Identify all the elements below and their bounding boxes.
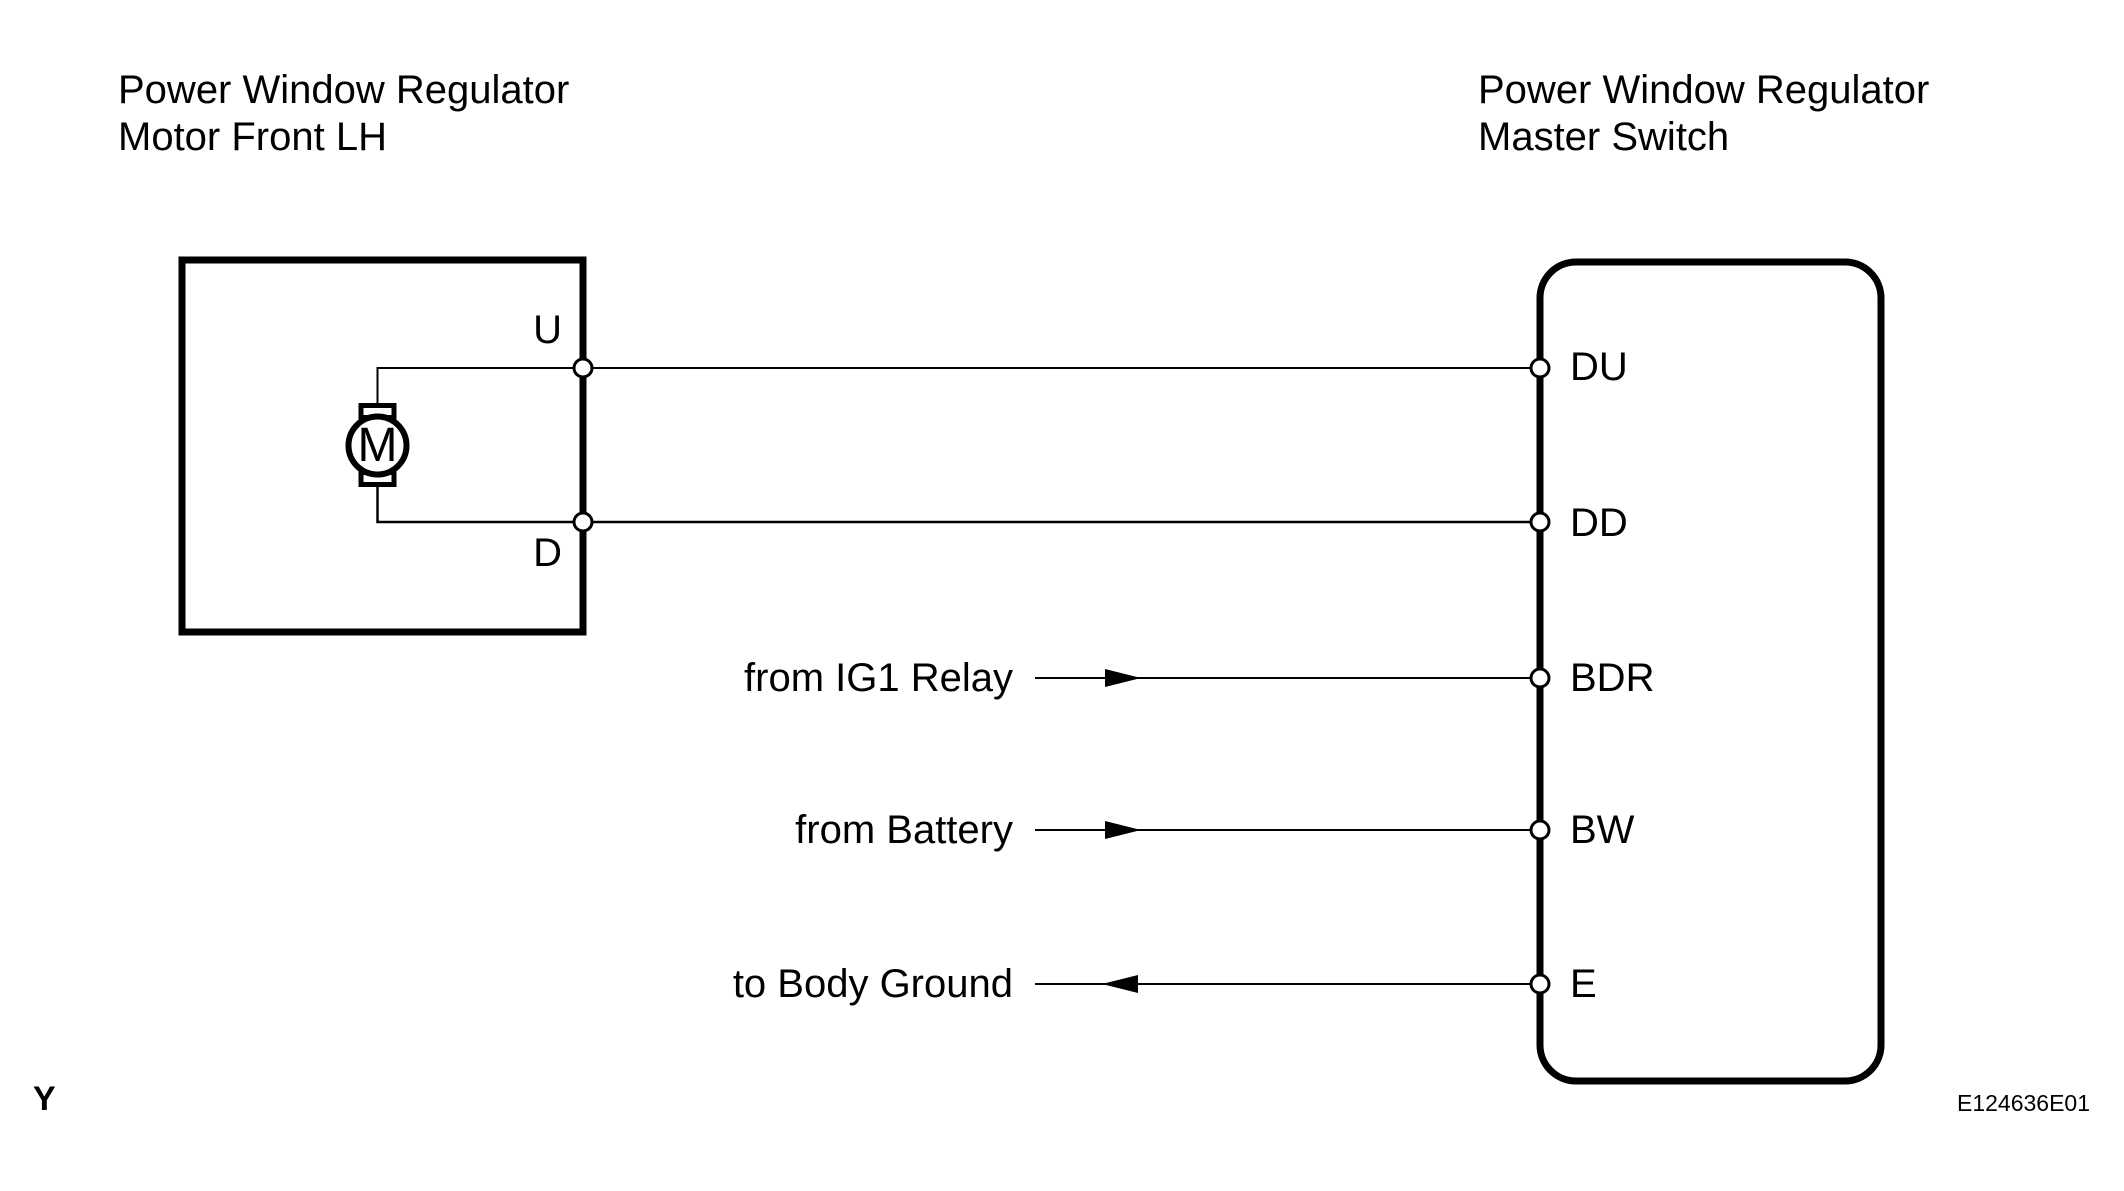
switch-terminal-bdr-circle xyxy=(1529,667,1551,689)
switch-title-line1: Power Window Regulator xyxy=(1478,68,1930,112)
switch-component-title: Power Window Regulator Master Switch xyxy=(1478,67,1929,161)
switch-terminal-e-circle xyxy=(1529,973,1551,995)
arrow-right-battery-icon xyxy=(1105,821,1141,839)
section-marker: Y xyxy=(33,1080,56,1118)
motor-terminal-u-label: U xyxy=(533,308,562,352)
annotation-ig1-relay: from IG1 Relay xyxy=(744,656,1013,700)
wire-u-to-du xyxy=(376,367,1540,406)
figure-code: E124636E01 xyxy=(1956,1090,2090,1116)
motor-symbol-label: M xyxy=(357,419,398,473)
annotation-body-ground: to Body Ground xyxy=(732,962,1013,1006)
wire-d-to-dd xyxy=(376,485,1540,524)
switch-terminal-e-label: E xyxy=(1570,962,1597,1006)
switch-terminal-dd-circle xyxy=(1529,511,1551,533)
motor-component-title: Power Window Regulator Motor Front LH xyxy=(118,67,569,161)
switch-terminal-bw-circle xyxy=(1529,819,1551,841)
arrow-right-ig1-relay-icon xyxy=(1105,669,1141,687)
motor-title-line1: Power Window Regulator xyxy=(118,68,570,112)
switch-terminal-du-label: DU xyxy=(1570,345,1628,389)
switch-terminal-dd-label: DD xyxy=(1570,501,1628,545)
motor-terminal-u-circle xyxy=(572,357,594,379)
motor-terminal-d-circle xyxy=(572,511,594,533)
switch-title-line2: Master Switch xyxy=(1478,115,1730,159)
switch-terminal-du-circle xyxy=(1529,357,1551,379)
switch-terminal-bdr-label: BDR xyxy=(1570,656,1655,700)
motor-terminal-d-label: D xyxy=(533,531,562,575)
switch-terminal-bw-label: BW xyxy=(1570,808,1635,852)
motor-circle-icon xyxy=(345,413,410,478)
arrow-left-body-ground-icon xyxy=(1102,975,1138,993)
motor-box-outline xyxy=(178,256,587,636)
motor-title-line2: Motor Front LH xyxy=(118,115,387,159)
annotation-battery: from Battery xyxy=(795,808,1013,852)
